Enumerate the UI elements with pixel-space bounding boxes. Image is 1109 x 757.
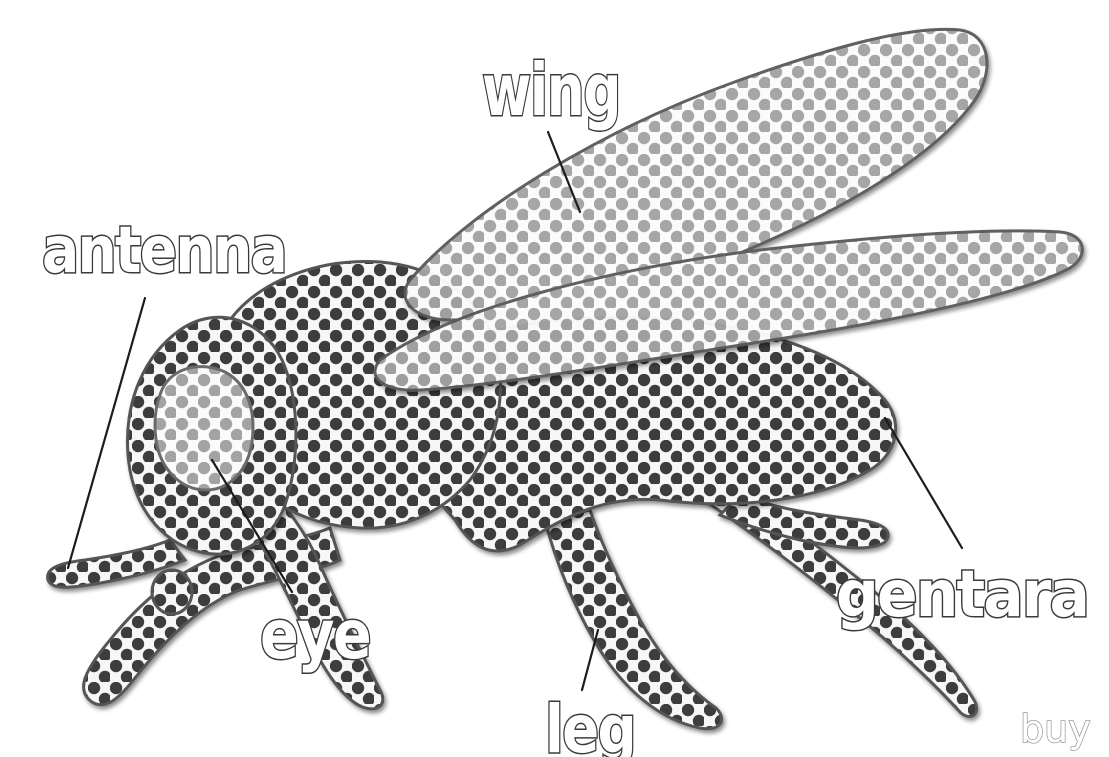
label-leg: leg [545, 691, 635, 757]
mouthpart [152, 570, 192, 614]
label-antenna: antenna [42, 214, 286, 288]
label-genitalia: gentara [836, 558, 1088, 632]
eye-shape [155, 367, 253, 490]
genitalia-leader [885, 418, 962, 548]
label-eye: eye [260, 596, 370, 675]
label-wing: wing [482, 48, 620, 132]
watermark: buy [1020, 707, 1091, 751]
leg-leader [582, 630, 598, 690]
